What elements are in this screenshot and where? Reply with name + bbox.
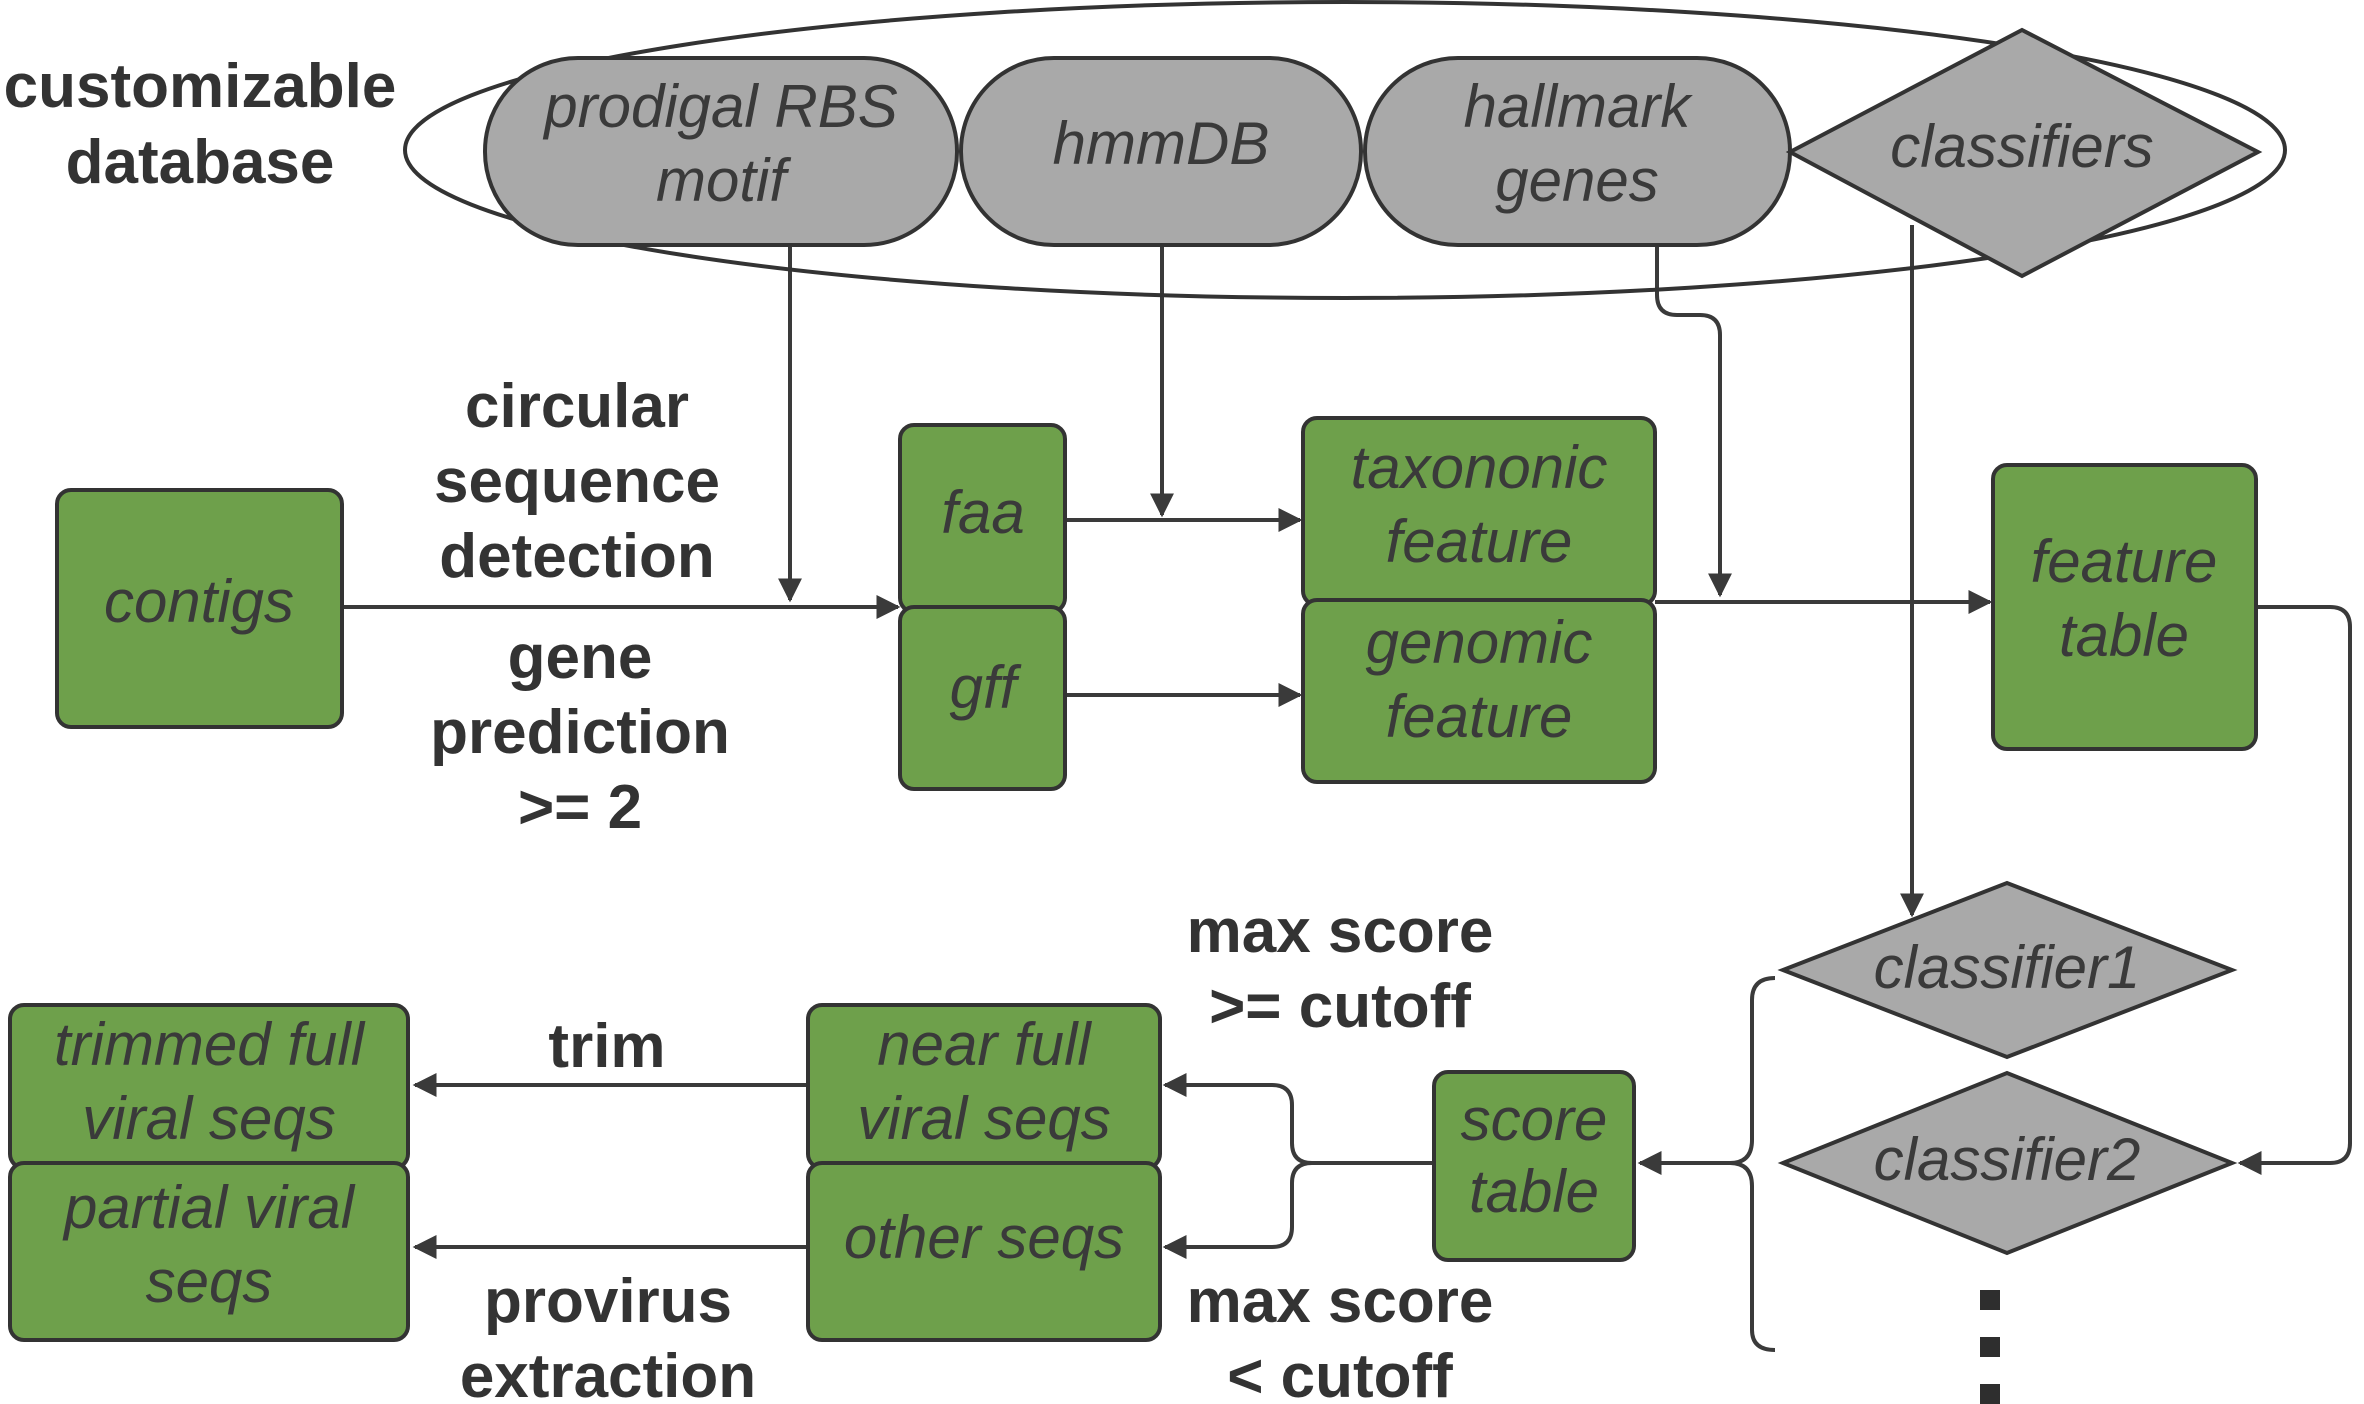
text-line: feature bbox=[1386, 683, 1573, 750]
db-classifiers-label: classifiers bbox=[1890, 113, 2153, 180]
classifier-bracket bbox=[1729, 976, 1776, 1352]
trimmed-full-label: trimmed full viral seqs bbox=[54, 1011, 366, 1152]
text-line: hmmDB bbox=[1053, 110, 1270, 177]
text-line: other seqs bbox=[844, 1204, 1124, 1271]
text-line: gene bbox=[508, 623, 653, 692]
db-hmmdb-label: hmmDB bbox=[1053, 110, 1270, 177]
text-line: detection bbox=[439, 522, 715, 591]
text-line: partial viral bbox=[62, 1174, 356, 1241]
text-line: max score bbox=[1187, 1267, 1494, 1336]
text-line: trim bbox=[548, 1012, 665, 1081]
connectors bbox=[342, 225, 2352, 1352]
arrow-score-to-near-full bbox=[1162, 1073, 1432, 1165]
text-line: score bbox=[1461, 1086, 1608, 1153]
faa-label: faa bbox=[941, 479, 1024, 546]
text-line: viral seqs bbox=[82, 1085, 335, 1152]
text-line: < cutoff bbox=[1227, 1342, 1453, 1404]
text-line: taxononic bbox=[1351, 434, 1608, 501]
text-line: near full bbox=[877, 1011, 1092, 1078]
text-line: gff bbox=[950, 654, 1022, 721]
text-line: sequence bbox=[434, 447, 720, 516]
text-line: hallmark bbox=[1464, 73, 1694, 140]
genomic-label: genomic feature bbox=[1366, 609, 1593, 750]
db-prodigal bbox=[483, 56, 959, 247]
text-line: provirus bbox=[484, 1267, 732, 1336]
classifier2-diamond bbox=[1777, 1070, 2238, 1256]
classifier2-label: classifier2 bbox=[1874, 1126, 2141, 1193]
feature-table-label: feature table bbox=[2031, 528, 2218, 669]
text-line: classifiers bbox=[1890, 113, 2153, 180]
near-full-label: near full viral seqs bbox=[857, 1011, 1110, 1152]
box-contigs bbox=[55, 488, 344, 729]
text-line: database bbox=[66, 128, 335, 197]
text-line: classifier1 bbox=[1874, 934, 2141, 1001]
text-line: >= 2 bbox=[518, 773, 642, 842]
arrow-hallmark-to-main bbox=[1655, 245, 1732, 598]
db-prodigal-label: prodigal RBS motif bbox=[542, 73, 898, 214]
classifier1-label: classifier1 bbox=[1874, 934, 2141, 1001]
gff-label: gff bbox=[950, 654, 1022, 721]
text-line: trimmed full bbox=[54, 1011, 366, 1078]
text-line: >= cutoff bbox=[1209, 972, 1471, 1041]
text-line: feature bbox=[1386, 508, 1573, 575]
text-line: table bbox=[2059, 602, 2189, 669]
other-seqs-label: other seqs bbox=[844, 1204, 1124, 1271]
trim-label: trim bbox=[548, 1012, 665, 1081]
max-low-label: max score< cutoff bbox=[1187, 1267, 1494, 1404]
text-line: feature bbox=[2031, 528, 2218, 595]
text-line: circular bbox=[465, 372, 689, 441]
text-layer: customizable database prodigal RBS motif h… bbox=[4, 52, 2218, 1404]
contigs-label: contigs bbox=[104, 568, 294, 635]
box-genomic bbox=[1301, 598, 1657, 784]
text-line: faa bbox=[941, 479, 1024, 546]
text-line: classifier2 bbox=[1874, 1126, 2141, 1193]
max-high-label: max score>= cutoff bbox=[1187, 897, 1494, 1041]
box-other-seqs bbox=[806, 1161, 1162, 1342]
text-line: genomic bbox=[1366, 609, 1593, 676]
text-line: seqs bbox=[146, 1248, 273, 1315]
box-feature-table bbox=[1991, 463, 2258, 751]
text-line: viral seqs bbox=[857, 1085, 1110, 1152]
db-hallmark-label: hallmark genes bbox=[1464, 73, 1694, 214]
box-score-table bbox=[1432, 1070, 1636, 1262]
database-title: customizable database bbox=[4, 52, 397, 197]
text-line: genes bbox=[1495, 147, 1658, 214]
db-classifiers bbox=[1785, 27, 2263, 279]
text-line: prediction bbox=[430, 698, 730, 767]
partial-viral-label: partial viral seqs bbox=[62, 1174, 356, 1315]
text-line: max score bbox=[1187, 897, 1494, 966]
more-classifiers-dots bbox=[1980, 1290, 2000, 1404]
text-line: motif bbox=[656, 147, 791, 214]
classifier1-diamond bbox=[1777, 880, 2238, 1060]
text-line: extraction bbox=[460, 1342, 756, 1404]
arrow-feature-table-to-classifier2 bbox=[2237, 605, 2352, 1175]
box-partial-viral bbox=[8, 1161, 410, 1342]
text-line: table bbox=[1469, 1158, 1599, 1225]
text-line: prodigal RBS bbox=[542, 73, 898, 140]
arrow-score-to-other-seqs bbox=[1162, 1161, 1313, 1259]
taxonomic-label: taxononic feature bbox=[1351, 434, 1608, 575]
box-gff bbox=[898, 605, 1067, 791]
text-line: customizable bbox=[4, 52, 397, 121]
db-hmmdb bbox=[959, 56, 1363, 247]
text-line: contigs bbox=[104, 568, 294, 635]
database-ellipse bbox=[403, 0, 2287, 300]
